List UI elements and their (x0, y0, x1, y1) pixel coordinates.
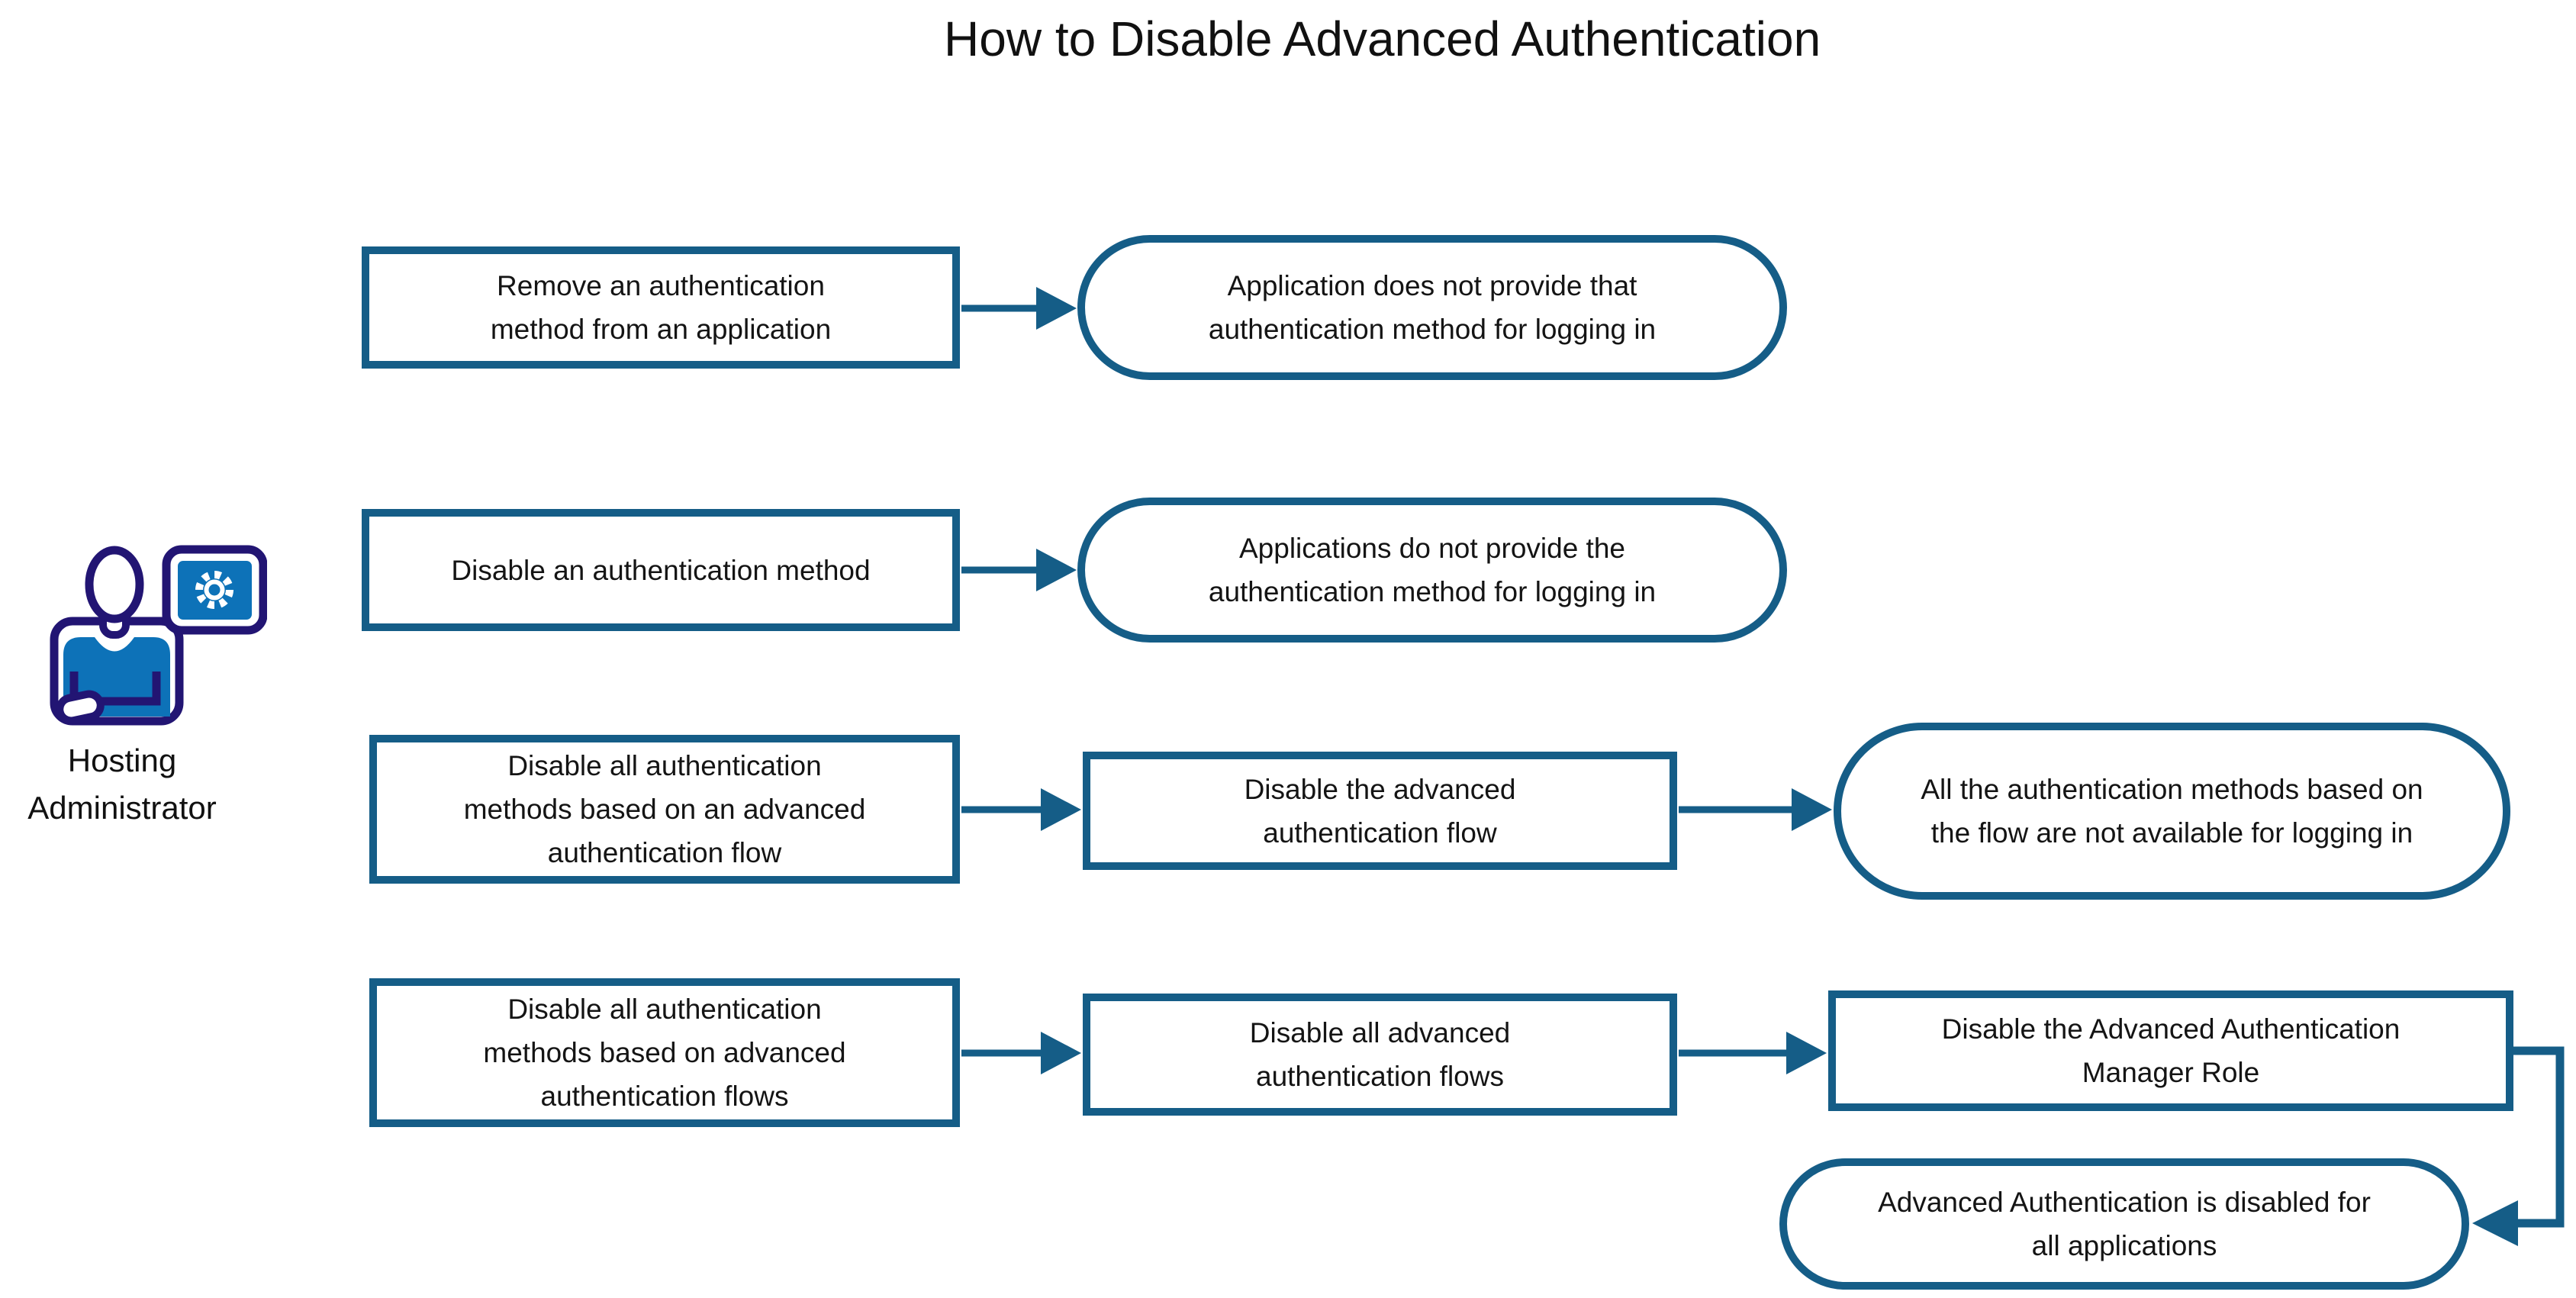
node-label: Remove an authentication method from an … (490, 270, 832, 345)
arrow-row4-step1-step2 (961, 1032, 1081, 1074)
node-label: Disable an authentication method (451, 554, 871, 586)
arrow-row1 (961, 287, 1077, 330)
node-label: Application does not provide that authen… (1208, 270, 1657, 345)
node-label: Disable all advanced authentication flow… (1249, 1017, 1511, 1092)
person-sleeve (56, 690, 105, 725)
arrow-row3-step2-outcome (1679, 788, 1832, 831)
node-disable-auth-method: Disable an authentication method (362, 509, 960, 631)
gear-icon (195, 571, 233, 609)
hosting-administrator-label: Hosting Administrator (27, 742, 217, 826)
arrow-row2 (961, 549, 1077, 591)
node-outcome-methods-not-available: All the authentication methods based on … (1834, 723, 2510, 900)
arrow-row3-step1-step2 (961, 788, 1081, 831)
node-label: All the authentication methods based on … (1921, 774, 2423, 849)
node-outcome-advanced-auth-disabled: Advanced Authentication is disabled for … (1779, 1158, 2469, 1290)
person-head (85, 546, 144, 623)
person-arms-line (69, 672, 161, 706)
node-disable-methods-based-on-flows: Disable all authentication methods based… (369, 978, 960, 1127)
node-label: Disable the advanced authentication flow (1244, 773, 1516, 849)
node-outcome-apps-do-not-provide-method: Applications do not provide the authenti… (1077, 498, 1787, 643)
node-label: Applications do not provide the authenti… (1208, 533, 1657, 607)
node-label: Advanced Authentication is disabled for … (1878, 1187, 2371, 1261)
arrow-row4-step2-step3 (1679, 1032, 1827, 1074)
node-disable-manager-role: Disable the Advanced Authentication Mana… (1828, 990, 2513, 1111)
node-remove-auth-method: Remove an authentication method from an … (362, 246, 960, 369)
diagram-title: How to Disable Advanced Authentication (944, 11, 1821, 66)
node-disable-advanced-flow: Disable the advanced authentication flow (1083, 752, 1677, 870)
node-label: Disable all authentication methods based… (463, 750, 866, 868)
hosting-administrator-icon (50, 545, 267, 726)
node-outcome-app-does-not-provide-that-method: Application does not provide that authen… (1077, 235, 1787, 380)
node-label: Disable all authentication methods based… (483, 994, 846, 1112)
node-label: Disable the Advanced Authentication Mana… (1941, 1013, 2401, 1088)
node-disable-all-advanced-flows: Disable all advanced authentication flow… (1083, 994, 1677, 1116)
node-disable-methods-based-on-a-flow: Disable all authentication methods based… (369, 735, 960, 884)
